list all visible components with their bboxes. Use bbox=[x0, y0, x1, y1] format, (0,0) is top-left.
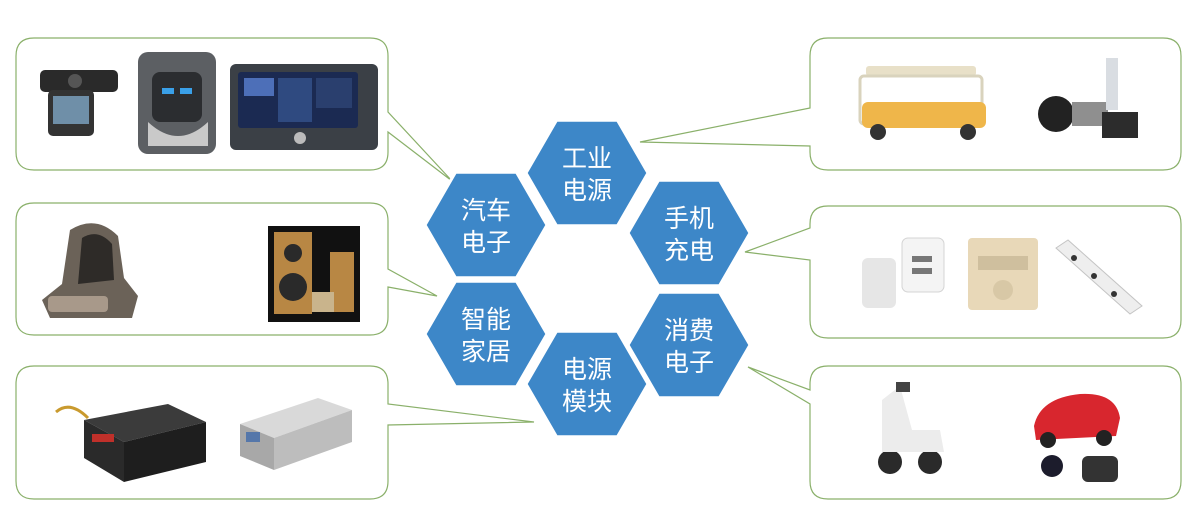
hexagon-label-consumer-2: 电子 bbox=[664, 348, 714, 377]
hexagon-label-phone-1: 手机 bbox=[664, 204, 714, 233]
hexagon-label-home-1: 智能 bbox=[461, 305, 511, 334]
hexagon-label-industrial-2: 电源 bbox=[562, 176, 612, 205]
car-display-image bbox=[230, 64, 378, 150]
hexagon-shape-industrial bbox=[524, 118, 650, 228]
hexagon-label-module-1: 电源 bbox=[562, 355, 612, 384]
hexagon-shape-auto bbox=[423, 170, 549, 280]
speaker-amplifier-image bbox=[268, 226, 360, 322]
callout-auto bbox=[15, 37, 453, 182]
hexagon-label-phone-2: 充电 bbox=[664, 236, 714, 265]
hexagon-shape-phone bbox=[626, 178, 752, 288]
hexagon-shape-module bbox=[524, 329, 650, 439]
usb-charger-image bbox=[862, 237, 945, 308]
callout-industrial bbox=[639, 37, 1182, 171]
callout-phone bbox=[744, 205, 1182, 339]
server-power-supply-image bbox=[240, 398, 352, 470]
car-charger-image bbox=[138, 52, 216, 154]
wall-socket-image bbox=[968, 238, 1038, 310]
hexagon-label-home-2: 家居 bbox=[461, 337, 511, 366]
hexagon-label-auto-2: 电子 bbox=[461, 228, 511, 257]
massage-chair-image bbox=[42, 223, 138, 318]
callout-home bbox=[15, 202, 438, 336]
hexagon-label-module-2: 模块 bbox=[562, 387, 612, 416]
hexagon-shape-home bbox=[423, 279, 549, 389]
callout-consumer bbox=[747, 365, 1182, 500]
electric-scooter-image bbox=[878, 382, 944, 474]
callout-module bbox=[15, 365, 535, 500]
golf-cart-image bbox=[858, 66, 986, 140]
led-headlight-image bbox=[1038, 58, 1138, 138]
hexagon-label-consumer-1: 消费 bbox=[664, 316, 714, 345]
power-strip-image bbox=[1055, 239, 1143, 315]
dashcam-image bbox=[40, 70, 118, 136]
hexagon-label-industrial-1: 工业 bbox=[562, 144, 612, 173]
hexagon-label-auto-1: 汽车 bbox=[461, 196, 511, 225]
rc-toy-car-image bbox=[1034, 393, 1120, 482]
pc-power-supply-image bbox=[55, 404, 206, 482]
hexagon-shape-consumer bbox=[626, 290, 752, 400]
